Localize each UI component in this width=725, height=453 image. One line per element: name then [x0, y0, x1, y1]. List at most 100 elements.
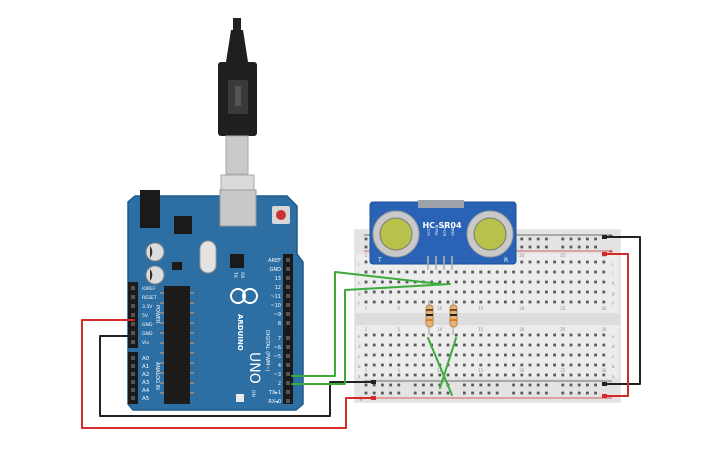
pin-label-3v3: 3.3V — [142, 304, 153, 310]
column-number-25-1: 25 — [560, 306, 566, 311]
pin-label-vin: Vin — [142, 340, 149, 346]
rail-plus-top: + — [608, 248, 614, 256]
row-label-h: h — [358, 281, 361, 286]
pin-label-gnd-top: GND — [270, 267, 282, 273]
on-led-label: ON — [250, 390, 256, 397]
row-label-b-right: b — [612, 364, 615, 369]
rx-led-label: RX — [239, 272, 245, 278]
wire-rail-black-right[interactable] — [604, 236, 641, 385]
column-number-20-0: 20 — [519, 253, 525, 258]
arduino-brand-label: ARDUINO — [236, 314, 244, 351]
resistor-1[interactable] — [425, 300, 434, 335]
pin-label-gnd-1: GND — [142, 322, 153, 328]
sensor-pin-vcc: VCC — [426, 228, 431, 236]
wire-gnd-black[interactable] — [99, 335, 374, 417]
pin-label-2: 2 — [278, 381, 281, 387]
wire-endpoints-red — [371, 252, 607, 400]
pin-label-12: 12 — [275, 285, 281, 291]
row-label-c-right: c — [612, 354, 614, 359]
pin-label-reset: RESET — [142, 295, 157, 301]
digital-section-label: DIGITAL (PWM~) — [264, 330, 270, 372]
usb-port — [219, 189, 257, 227]
transmitter-icon — [379, 217, 413, 251]
row-label-j: j — [357, 261, 359, 266]
column-number-5-3: 5 — [398, 368, 401, 373]
tx-led-label: TX — [232, 271, 238, 278]
row-label-d-right: d — [612, 344, 615, 349]
column-number-15-3: 15 — [478, 368, 484, 373]
column-number-15-2: 15 — [478, 327, 484, 332]
pin-label-a4: A4 — [142, 388, 150, 394]
pin-label-tx1: TX▸1 — [268, 390, 281, 396]
column-number-10-1: 10 — [437, 306, 443, 311]
wire-echo-green[interactable] — [291, 283, 451, 385]
column-number-20-3: 20 — [519, 368, 525, 373]
analog-header — [128, 352, 138, 404]
analog-section-label: ANALOG IN — [154, 362, 160, 390]
row-label-e: e — [358, 334, 361, 339]
row-label-i-right: i — [612, 271, 613, 276]
row-label-h-right: h — [612, 281, 615, 286]
column-number-25-0: 25 — [560, 253, 566, 258]
column-number-1-1: 1 — [365, 306, 368, 311]
sensor-pin-echo: ECHO — [442, 225, 447, 236]
column-number-1-0: 1 — [365, 253, 368, 258]
arduino-uno-board[interactable]: ARDUINO UNO IOREF RESET 3.3V 5V GND — [127, 189, 304, 411]
resistor-2[interactable] — [449, 300, 458, 335]
pin-label-gnd-2: GND — [142, 331, 153, 337]
pin-label-11: ~11 — [270, 294, 281, 300]
pin-label-7: 7 — [278, 336, 281, 342]
receiver-icon — [473, 217, 507, 251]
pin-label-a5: A5 — [142, 396, 150, 402]
column-number-10-3: 10 — [437, 368, 443, 373]
wire-trig-green[interactable] — [291, 271, 441, 377]
pin-label-a3: A3 — [142, 380, 150, 386]
column-number-10-2: 10 — [437, 327, 443, 332]
column-number-5-1: 5 — [398, 306, 401, 311]
row-label-g: g — [358, 291, 361, 296]
sensor-crystal — [418, 200, 464, 208]
pin-label-a1: A1 — [142, 364, 149, 370]
breadboard-holes — [364, 237, 606, 395]
column-number-15-1: 15 — [478, 306, 484, 311]
pin-label-a2: A2 — [142, 372, 149, 378]
sensor-pin-trig: TRIG — [434, 227, 439, 237]
row-label-f-right: f — [612, 301, 614, 306]
wire-rail-red-right[interactable] — [604, 253, 629, 397]
sensor-pin-gnd: GND — [450, 227, 455, 236]
column-number-5-2: 5 — [398, 327, 401, 332]
row-label-g-right: g — [612, 291, 615, 296]
arduino-logo: ARDUINO UNO — [230, 288, 262, 384]
wire-jumper-green-2[interactable] — [439, 337, 457, 389]
column-number-25-2: 25 — [560, 327, 566, 332]
pin-label-10: ~10 — [270, 303, 281, 309]
hc-sr04-sensor[interactable]: HC-SR04 T R VCC TRIG ECHO GND — [369, 200, 517, 270]
usb-cable — [218, 18, 257, 220]
pin-label-5: ~5 — [274, 354, 281, 360]
row-label-d: d — [358, 344, 361, 349]
row-label-a: a — [358, 374, 361, 379]
row-label-c: c — [358, 354, 360, 359]
column-number-1-3: 1 — [365, 368, 368, 373]
digital-header — [283, 254, 293, 404]
wire-jumper-green-1[interactable] — [427, 337, 453, 396]
pin-label-a0: A0 — [142, 356, 150, 362]
pin-label-5v: 5V — [142, 313, 149, 319]
power-jack — [140, 190, 160, 228]
row-label-j-right: j — [611, 261, 613, 266]
column-number-30-3: 30 — [601, 368, 607, 373]
on-led — [236, 394, 244, 402]
column-number-30-1: 30 — [601, 306, 607, 311]
column-number-20-1: 20 — [519, 306, 525, 311]
pin-label-rx0: RX◂0 — [268, 399, 281, 405]
pin-label-aref: AREF — [268, 258, 281, 264]
column-number-20-2: 20 — [519, 327, 525, 332]
wire-5v-red[interactable] — [81, 319, 374, 429]
sensor-label: HC-SR04 — [422, 221, 462, 230]
row-label-e-right: e — [612, 334, 615, 339]
column-number-30-2: 30 — [601, 327, 607, 332]
pin-label-ioref: IOREF — [142, 286, 156, 292]
power-section-label: POWER — [154, 305, 160, 324]
row-label-i: i — [358, 271, 359, 276]
